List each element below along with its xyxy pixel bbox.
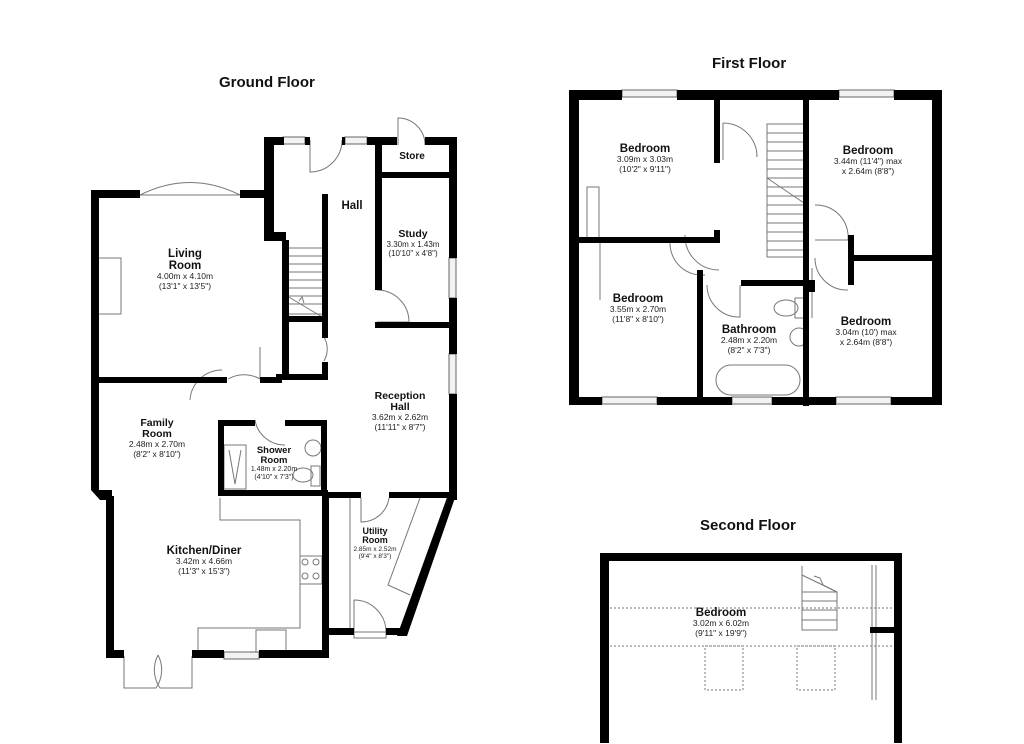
room-family-room: Family Room 2.48m x 2.70m (8'2" x 8'10") bbox=[128, 417, 186, 460]
room-dim-imperial: x 2.64m (8'8") bbox=[839, 336, 893, 347]
room-dim-metric: 3.44m (11'4") max bbox=[833, 156, 903, 167]
room-name: Room bbox=[260, 454, 288, 466]
room-name: Hall bbox=[390, 401, 410, 414]
room-loft-bedroom: Bedroom 3.02m x 6.02m (9'11" x 19'9") bbox=[693, 607, 749, 639]
room-name: Utility bbox=[362, 526, 388, 536]
room-name: Hall bbox=[341, 200, 363, 212]
room-dim-imperial: (8'2" x 8'10") bbox=[133, 448, 181, 459]
room-name: Shower bbox=[256, 445, 292, 456]
room-living-room: Living Room 4.00m x 4.10m (13'1" x 13'5"… bbox=[157, 248, 213, 292]
room-dim-imperial: (9'4" x 8'3") bbox=[358, 553, 392, 561]
room-dim-metric: 2.48m x 2.70m bbox=[128, 439, 186, 450]
room-name: Bedroom bbox=[695, 607, 747, 619]
room-store: Store bbox=[399, 151, 425, 163]
room-dim-metric: 2.48m x 2.20m bbox=[720, 335, 778, 346]
room-dim-imperial: (8'2" x 7'3") bbox=[727, 344, 771, 355]
room-dim-metric: 2.85m x 2.52m bbox=[353, 545, 397, 553]
room-study: Study 3.30m x 1.43m (10'10" x 4'8") bbox=[386, 228, 440, 259]
room-name: Room bbox=[362, 535, 388, 546]
room-dim-imperial: x 2.64m (8'8") bbox=[841, 165, 895, 176]
room-dim-imperial: (11'8" x 8'10") bbox=[612, 313, 664, 324]
room-dim-metric: 3.42m x 4.66m bbox=[175, 556, 233, 567]
room-name: Family bbox=[140, 417, 174, 429]
room-dim-imperial: (11'3" x 15'3") bbox=[178, 565, 230, 576]
room-name: Kitchen/Diner bbox=[166, 545, 242, 557]
room-bedroom-3: Bedroom 3.55m x 2.70m (11'8" x 8'10") bbox=[610, 293, 666, 325]
room-name: Bathroom bbox=[721, 324, 777, 336]
room-dim-imperial: (10'10" x 4'8") bbox=[388, 249, 438, 259]
room-name: Living bbox=[168, 248, 202, 260]
first-floor-title: First Floor bbox=[712, 55, 787, 72]
room-dim-imperial: (11'11" x 8'7") bbox=[374, 421, 426, 432]
room-name: Room bbox=[168, 260, 202, 273]
room-dim-metric: 3.09m x 3.03m bbox=[616, 154, 674, 165]
room-utility-room: Utility Room 2.85m x 2.52m (9'4" x 8'3") bbox=[353, 526, 397, 561]
room-name: Bedroom bbox=[840, 316, 892, 328]
room-dim-imperial: (13'1" x 13'5") bbox=[158, 280, 212, 291]
room-dim-metric: 3.30m x 1.43m bbox=[386, 240, 440, 250]
room-name: Study bbox=[398, 228, 428, 240]
room-bedroom-2: Bedroom 3.44m (11'4") max x 2.64m (8'8") bbox=[834, 145, 902, 177]
room-dim-metric: 3.55m x 2.70m bbox=[609, 304, 667, 315]
room-dim-imperial: (4'10" x 7'3") bbox=[254, 473, 294, 481]
room-dim-imperial: (9'11" x 19'9") bbox=[695, 627, 747, 638]
room-dim-imperial: (10'2" x 9'11") bbox=[619, 163, 671, 174]
room-dim-metric: 3.04m (10') max bbox=[835, 327, 897, 338]
room-shower-room: Shower Room 1.48m x 2.20m (4'10" x 7'3") bbox=[251, 446, 297, 482]
room-name: Bedroom bbox=[842, 145, 894, 157]
room-dim-metric: 3.62m x 2.62m bbox=[371, 412, 429, 423]
room-kitchen-diner: Kitchen/Diner 3.42m x 4.66m (11'3" x 15'… bbox=[167, 545, 242, 577]
second-floor-title: Second Floor bbox=[700, 517, 796, 534]
room-dim-metric: 4.00m x 4.10m bbox=[156, 271, 214, 282]
room-name: Bedroom bbox=[612, 293, 664, 305]
room-name: Store bbox=[399, 151, 425, 162]
room-dim-metric: 3.02m x 6.02m bbox=[692, 618, 750, 629]
ground-floor-title: Ground Floor bbox=[219, 74, 315, 91]
room-name: Bedroom bbox=[619, 143, 671, 155]
room-bedroom-4: Bedroom 3.04m (10') max x 2.64m (8'8") bbox=[835, 316, 896, 348]
room-bathroom: Bathroom 2.48m x 2.20m (8'2" x 7'3") bbox=[721, 324, 777, 356]
room-name: Reception bbox=[374, 390, 426, 402]
room-bedroom-1: Bedroom 3.09m x 3.03m (10'2" x 9'11") bbox=[617, 143, 673, 175]
room-hall: Hall bbox=[341, 200, 362, 212]
room-reception-hall: Reception Hall 3.62m x 2.62m (11'11" x 8… bbox=[371, 390, 429, 433]
room-name: Room bbox=[142, 428, 172, 441]
room-dim-metric: 1.48m x 2.20m bbox=[250, 465, 298, 473]
